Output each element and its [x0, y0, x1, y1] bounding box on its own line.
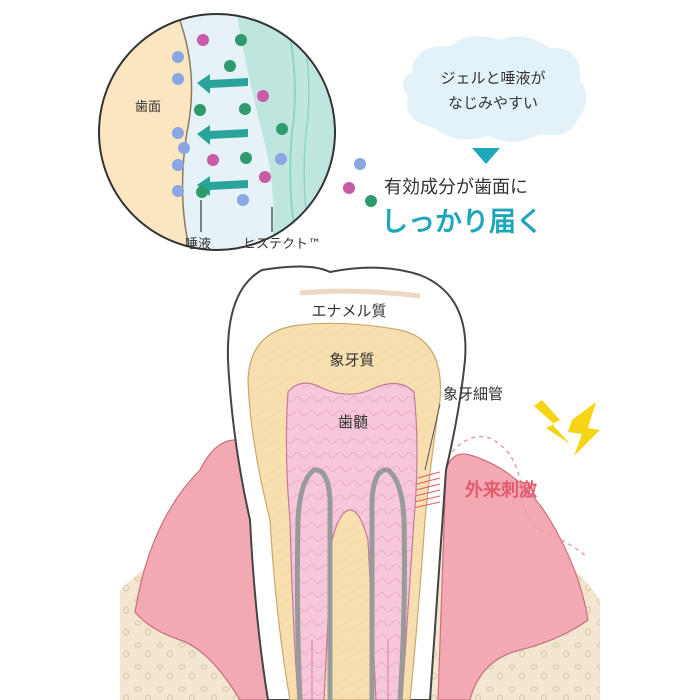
stimulus-label: 外来刺激 — [465, 479, 537, 501]
result-line-2: しっかり届く — [381, 207, 543, 238]
stimulus-path — [451, 435, 587, 557]
tubules-label: 象牙細管 — [443, 385, 503, 403]
enamel-label: エナメル質 — [311, 302, 386, 320]
lightning-icon — [534, 400, 600, 456]
arrow-icon — [197, 74, 248, 196]
result-text: 有効成分が歯面に しっかり届く — [343, 158, 543, 238]
result-line-1: 有効成分が歯面に — [384, 177, 528, 198]
pulp-label: 歯髄 — [338, 413, 368, 431]
pulp — [285, 382, 418, 700]
down-triangle-icon — [472, 148, 500, 164]
gum-right — [437, 453, 589, 700]
dentin-label: 象牙質 — [329, 351, 374, 369]
cloud-line-2: なじみやすい — [448, 94, 538, 112]
particles — [172, 34, 288, 206]
tooth-cross-section: エナメル質 象牙質 歯髄 象牙細管 外来刺激 — [120, 265, 600, 700]
inset-magnifier: 歯面 唾液 ヒステクト™ — [98, 13, 336, 252]
hystect-label: ヒステクト™ — [243, 237, 321, 252]
inset-border — [98, 13, 336, 251]
dentinal-tubules — [412, 471, 441, 509]
callout-cloud: ジェルと唾液が なじみやすい — [402, 36, 587, 142]
cloud-line-1: ジェルと唾液が — [440, 69, 545, 87]
saliva-label: 唾液 — [185, 237, 211, 252]
tooth-surface-label: 歯面 — [135, 100, 161, 115]
